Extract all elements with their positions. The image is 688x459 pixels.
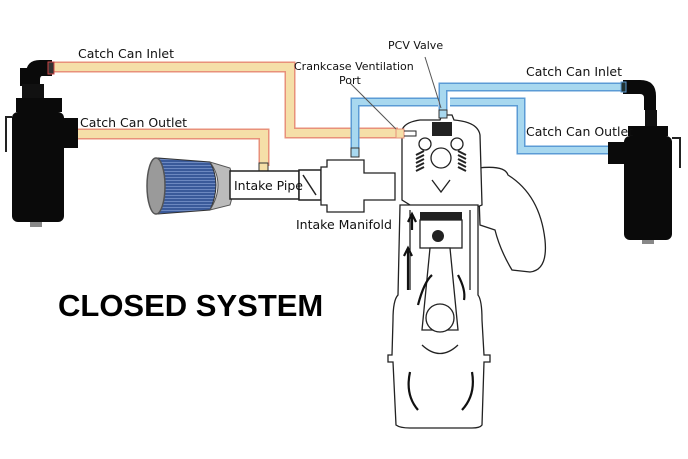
- manifold-fitting: [350, 147, 360, 158]
- right-inlet-label: Catch Can Inlet: [526, 64, 622, 79]
- intake-pipe: [229, 169, 322, 201]
- pcv-valve: [438, 109, 448, 119]
- crankcase-ventilation-port: [395, 128, 405, 139]
- throttle-plate: [302, 174, 317, 196]
- engine-cross-section: [387, 114, 547, 429]
- intake-manifold: [320, 159, 396, 213]
- left-outlet-label: Catch Can Outlet: [80, 115, 187, 130]
- right-inlet-hose: [438, 82, 625, 112]
- intake-manifold-label: Intake Manifold: [296, 217, 392, 232]
- pcv-valve-leader: [424, 56, 442, 109]
- air-filter: [146, 157, 234, 215]
- intake-pipe-label: Intake Pipe: [234, 178, 303, 193]
- crankcase-port-leader: [349, 82, 397, 130]
- left-catch-can: [5, 60, 78, 227]
- right-outlet-hose: [350, 97, 612, 158]
- right-outlet-label: Catch Can Outlet: [526, 124, 633, 139]
- diagram-title: CLOSED SYSTEM: [58, 288, 323, 323]
- crankcase-port-label-line2: Port: [339, 74, 361, 87]
- crankcase-port-label-line1: Crankcase Ventilation: [294, 60, 414, 73]
- right-catch-can: [608, 80, 681, 244]
- exhaust-manifold: [477, 166, 547, 273]
- pcv-valve-label: PCV Valve: [388, 39, 443, 52]
- intake-pipe-fitting: [258, 162, 269, 172]
- left-inlet-hose: [52, 61, 398, 139]
- left-inlet-label: Catch Can Inlet: [78, 46, 174, 61]
